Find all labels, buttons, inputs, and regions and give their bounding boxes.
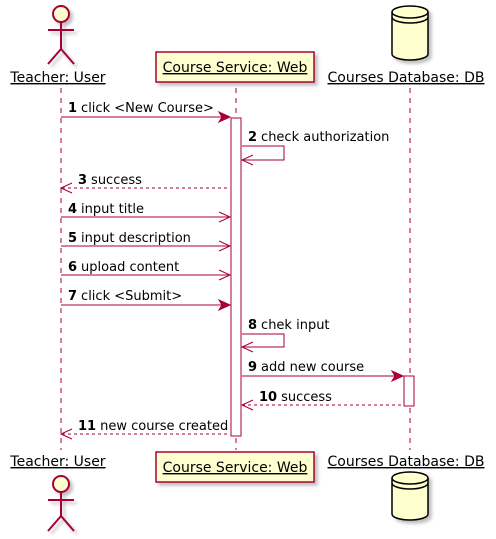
participant-teacher-top: Teacher: User [9, 5, 106, 86]
message-number: 10 [259, 390, 277, 405]
arrowhead-filled-icon [390, 369, 405, 383]
participant-label-database: Courses Database: DB [328, 454, 485, 470]
message-label: click <Submit> [81, 289, 182, 304]
participant-database-top: Courses Database: DB [328, 5, 485, 86]
message-label: check authorization [261, 130, 389, 145]
participant-database-bottom: Courses Database: DB [328, 454, 485, 521]
participant-label-teacher: Teacher: User [9, 454, 105, 470]
participant-box [155, 451, 315, 483]
message-11: 11 new course created [59, 419, 230, 440]
message-number: 7 [68, 289, 77, 304]
message-number: 11 [78, 419, 96, 434]
database-icon [391, 471, 429, 521]
arrowhead-filled-icon [217, 110, 232, 124]
arrowhead-open-icon [59, 182, 73, 194]
message-6: 6 upload content [61, 260, 232, 281]
message-10: 10 success [240, 390, 404, 411]
participant-label-teacher: Teacher: User [9, 70, 105, 86]
activation-service [230, 117, 242, 437]
arrowhead-open-icon [240, 399, 254, 411]
participant-label-database: Courses Database: DB [328, 70, 485, 86]
message-number: 4 [68, 202, 77, 217]
message-number: 5 [68, 231, 77, 246]
message-9: 9 add new course [242, 360, 405, 383]
message-label: click <New Course> [81, 101, 214, 116]
participant-box [155, 51, 315, 83]
message-number: 3 [78, 173, 87, 188]
message-8: 8 chek input [240, 318, 330, 353]
message-label: success [281, 390, 332, 405]
arrowhead-open-icon [59, 428, 73, 440]
message-2: 2 check authorization [240, 130, 389, 166]
actor-icon [47, 475, 75, 532]
participant-label-service: Course Service: Web [163, 460, 308, 476]
activation-database [403, 375, 415, 407]
message-number: 2 [248, 130, 257, 145]
arrowhead-open-icon [240, 154, 254, 166]
message-number: 6 [68, 260, 77, 275]
message-4: 4 input title [61, 202, 232, 223]
message-label: chek input [261, 318, 330, 333]
message-label: input description [81, 231, 191, 246]
message-label: success [91, 173, 142, 188]
actor-icon [47, 5, 75, 65]
participant-label-service: Course Service: Web [163, 60, 308, 76]
message-number: 1 [68, 101, 77, 116]
message-number: 9 [248, 360, 257, 375]
message-label: upload content [81, 260, 179, 275]
message-label: new course created [100, 419, 228, 434]
message-number: 8 [248, 318, 257, 333]
message-5: 5 input description [61, 231, 232, 252]
message-7: 7 click <Submit> [61, 289, 232, 312]
message-label: add new course [261, 360, 364, 375]
participant-service-bottom: Course Service: Web [155, 451, 315, 483]
message-3: 3 success [59, 173, 230, 194]
arrowhead-open-icon [218, 269, 232, 281]
arrowhead-filled-icon [217, 298, 232, 312]
arrowhead-open-icon [218, 211, 232, 223]
arrowhead-open-icon [218, 240, 232, 252]
arrowhead-open-icon [240, 341, 254, 353]
participant-teacher-bottom: Teacher: User [9, 454, 106, 532]
participant-service-top: Course Service: Web [155, 51, 315, 83]
message-1: 1 click <New Course> [61, 101, 232, 124]
database-icon [391, 5, 429, 61]
message-label: input title [81, 202, 144, 217]
